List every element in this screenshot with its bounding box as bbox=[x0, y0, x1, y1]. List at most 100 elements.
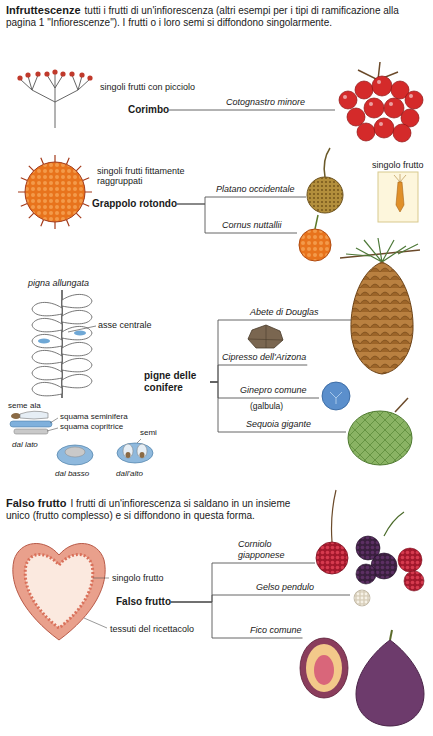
juniper-berry bbox=[322, 382, 350, 410]
node-text: Gelso pendulo bbox=[256, 582, 314, 593]
category-label: Grappolo rotondo bbox=[92, 198, 177, 210]
douglas-fir-cone bbox=[340, 238, 420, 374]
cone-section-scheme bbox=[32, 302, 62, 315]
figs bbox=[314, 655, 334, 685]
fig-section-scheme bbox=[84, 578, 109, 628]
species-label: Cipresso dell'Arizona bbox=[222, 352, 307, 366]
figs bbox=[356, 640, 424, 726]
scale-top-view bbox=[117, 439, 153, 463]
leader-line bbox=[222, 233, 297, 234]
scale-side-view bbox=[11, 413, 21, 419]
node-text: Cipresso dell'Arizona bbox=[222, 352, 306, 363]
cone-section-scheme bbox=[32, 290, 96, 398]
single-seed-box bbox=[394, 174, 406, 182]
corymb-scheme bbox=[87, 75, 92, 80]
category-label: pigne delle conifere bbox=[144, 370, 210, 394]
cone-section-scheme bbox=[32, 366, 62, 379]
mulberries bbox=[404, 571, 424, 591]
section-heading: Falso frutto bbox=[6, 497, 67, 509]
cornus-fruit bbox=[315, 215, 318, 229]
scale-top-view bbox=[126, 452, 131, 458]
intro-paragraph: Infruttescenzetutti i frutti di un'infio… bbox=[6, 4, 427, 29]
cotoneaster-berries bbox=[343, 80, 413, 126]
corymb-scheme bbox=[25, 72, 30, 77]
scale-top-view bbox=[137, 439, 141, 443]
species-label: Platano occidentale bbox=[216, 184, 296, 198]
part-label: dal basso bbox=[55, 469, 89, 478]
mulberries bbox=[398, 548, 422, 572]
part-label: tessuti del ricettacolo bbox=[110, 624, 194, 634]
spiky-ball-scheme bbox=[18, 155, 92, 229]
node-text: Grappolo rotondo bbox=[92, 198, 177, 210]
part-label: asse centrale bbox=[98, 320, 152, 330]
corymb-scheme bbox=[60, 71, 65, 76]
node-text: Corniolo giapponese bbox=[238, 539, 294, 561]
plane-tree-fruit bbox=[307, 148, 343, 213]
cornus-fruit bbox=[299, 229, 331, 261]
cypress-cone bbox=[248, 325, 283, 348]
cotoneaster-berries bbox=[409, 94, 413, 98]
species-label: Sequoia gigante bbox=[246, 419, 312, 433]
mulberries bbox=[384, 512, 404, 536]
part-label: singoli frutti fittamente raggruppati bbox=[97, 166, 215, 187]
cotoneaster-berries bbox=[339, 91, 357, 109]
cotoneaster-berries bbox=[364, 98, 384, 118]
branch-connector bbox=[171, 595, 256, 602]
cypress-cone bbox=[248, 325, 283, 348]
node-text: Corimbo bbox=[128, 104, 169, 116]
node-text: Cornus nuttallii bbox=[222, 220, 282, 231]
part-label: squama seminifera bbox=[60, 412, 128, 421]
scale-side-view bbox=[10, 411, 58, 434]
douglas-fir-cone bbox=[351, 262, 413, 374]
category-label: Falso frutto bbox=[116, 596, 171, 608]
species-label: Ginepro comune bbox=[240, 385, 308, 399]
corymb-scheme bbox=[17, 69, 92, 80]
branch-connector bbox=[169, 110, 226, 111]
cotoneaster-berries bbox=[379, 122, 383, 126]
part-label: dall'alto bbox=[116, 469, 143, 478]
branch-connector bbox=[210, 365, 222, 382]
mulberries bbox=[354, 512, 424, 606]
node-text: Cotognastro minore bbox=[226, 97, 305, 108]
part-label: squama copritrice bbox=[60, 422, 123, 431]
leader-line bbox=[240, 398, 319, 399]
plane-tree-fruit bbox=[307, 177, 343, 213]
cotoneaster-berries bbox=[374, 118, 394, 138]
cone-section-scheme bbox=[32, 382, 62, 395]
corymb-scheme bbox=[52, 69, 57, 74]
single-seed-box bbox=[378, 172, 418, 222]
branch-connector bbox=[177, 197, 216, 204]
cone-section-scheme bbox=[32, 350, 62, 363]
branch-connector bbox=[171, 563, 238, 602]
figs bbox=[300, 638, 348, 698]
leader-line bbox=[246, 432, 346, 433]
scale-top-view bbox=[123, 444, 133, 458]
juniper-berry bbox=[322, 382, 350, 410]
node-text: pigne delle conifere bbox=[144, 370, 210, 394]
figs bbox=[300, 630, 424, 726]
cone-section-scheme bbox=[62, 374, 92, 387]
leader-line bbox=[238, 563, 315, 564]
part-label: singoli frutti con picciolo bbox=[100, 82, 195, 92]
sequoia-cone bbox=[395, 398, 408, 412]
title: Infruttescenze bbox=[6, 4, 81, 16]
leader-line bbox=[256, 595, 350, 596]
fig-section-scheme bbox=[13, 544, 109, 640]
dogwood-fruit bbox=[316, 542, 348, 574]
cone-section-scheme bbox=[62, 326, 92, 339]
fig-section-scheme bbox=[25, 554, 93, 628]
scale-bottom-view bbox=[65, 447, 85, 457]
cotoneaster-berries bbox=[355, 81, 373, 99]
mulberries bbox=[356, 564, 376, 584]
figs bbox=[390, 630, 392, 640]
douglas-fir-cone bbox=[346, 238, 418, 262]
plane-tree-fruit bbox=[324, 148, 330, 177]
part-label: dal lato bbox=[12, 440, 38, 449]
cotoneaster-berries bbox=[384, 98, 404, 118]
sequoia-cone bbox=[348, 411, 412, 465]
cotoneaster-berries bbox=[393, 124, 411, 142]
scale-top-view bbox=[117, 443, 153, 463]
